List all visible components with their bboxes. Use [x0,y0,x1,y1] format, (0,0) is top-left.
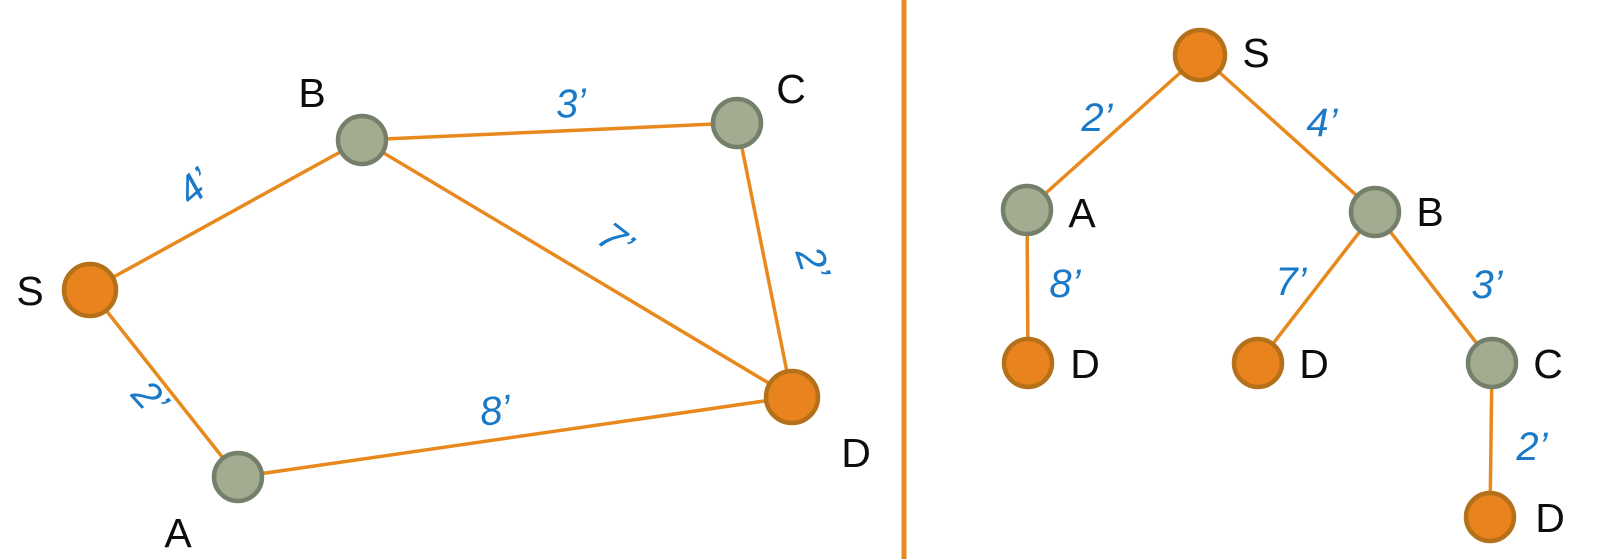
tree-node-label-C: C [1533,341,1563,387]
tree-node-label-D3: D [1535,495,1565,541]
tree-edge-weight-C-D3: 2’ [1515,425,1548,469]
graph-node-label-B: B [298,70,325,116]
tree-node-D2-circle [1231,336,1285,390]
graph-node-S-circle [61,261,119,319]
graph-edge-B-C [361,121,738,142]
tree-node-label-B: B [1416,189,1443,235]
tree-edge-weight-A-D1: 8’ [1049,262,1081,306]
graph-node-label-D: D [841,430,871,476]
graph-edge-weight-C-D: 2’ [786,240,838,285]
tree-edge-weight-B-C: 3’ [1471,263,1503,307]
graph-node-D-circle [763,368,821,426]
graph-node-label-A: A [164,510,192,556]
graph-edge-S-A [88,288,240,479]
graph-edge-weight-B-D: 7’ [589,214,641,269]
tree-node-label-D2: D [1299,341,1329,387]
tree-edge-B-C [1373,210,1494,365]
graph-edge-B-D [361,138,793,399]
tree-edge-B-D2 [1256,210,1377,365]
tree-node-label-D1: D [1070,341,1100,387]
graph-node-B-circle [335,113,389,167]
graph-node-label-C: C [776,66,806,112]
graph-edge-weight-S-A: 2’ [122,371,177,425]
tree-edge-S-B [1198,53,1377,214]
graph-edge-weight-B-C: 3’ [554,81,589,127]
tree-node-A-circle [1000,183,1054,237]
tree-node-D1-circle [1001,336,1055,390]
graph-edge-S-B [89,138,363,292]
graph-edge-A-D [237,395,793,479]
tree-edge-weight-S-A: 2’ [1080,96,1113,140]
graph-edge-C-D [735,122,794,398]
graph-node-A-circle [211,450,265,504]
tree-node-B-circle [1348,185,1402,239]
tree-node-C-circle [1465,336,1519,390]
weighted-graph: 4’ 2’ 3’ 7’ 2’ 8’ S A B C D [16,66,870,556]
tree-node-label-S: S [1242,30,1269,76]
tree-edge-weight-B-D2: 7’ [1275,260,1307,304]
tree-edge-S-A [1025,53,1202,212]
search-tree: 2’ 4’ 8’ 7’ 3’ 2’ S A B D D C D [1000,27,1565,544]
graph-edge-weight-S-B: 4’ [169,159,222,213]
graph-edge-weight-A-D: 8’ [477,387,514,435]
tree-node-label-A: A [1068,190,1096,236]
graph-node-label-S: S [16,268,43,314]
tree-node-S-circle [1172,27,1228,83]
tree-node-D3-circle [1463,490,1517,544]
graph-node-C-circle [710,96,764,150]
tree-edge-weight-S-B: 4’ [1306,101,1338,145]
